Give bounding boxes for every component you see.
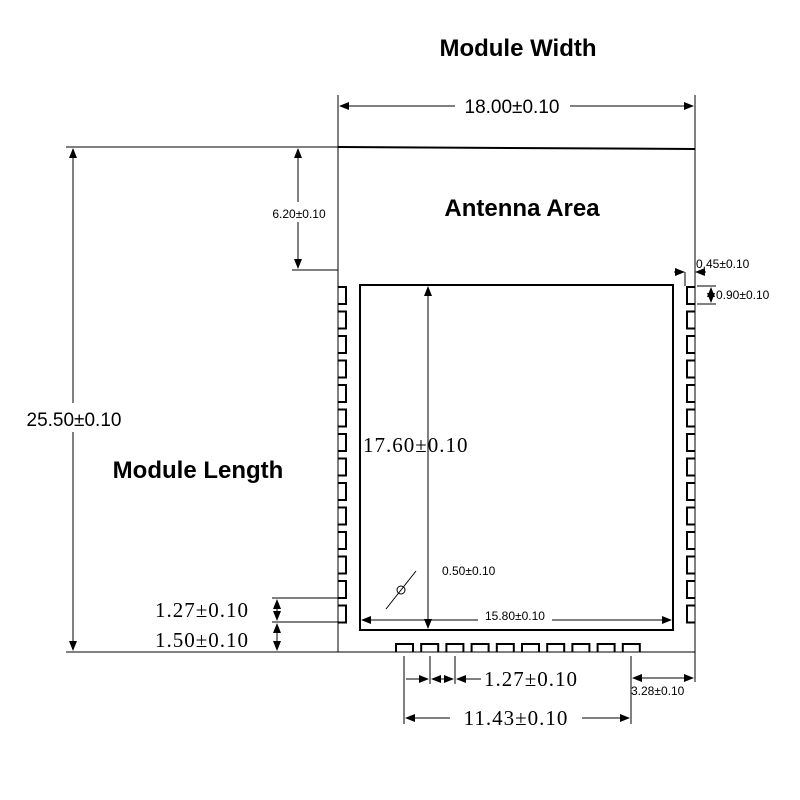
right-pad — [686, 335, 695, 354]
left-pad — [338, 286, 347, 305]
left-pad — [338, 433, 347, 452]
right-pad — [686, 359, 695, 379]
right-pad — [686, 408, 695, 428]
right-pad — [686, 482, 695, 501]
pad-width-dimension: 0.45±0.10 — [674, 256, 750, 286]
bottom-pad — [470, 643, 490, 652]
right-pad — [686, 531, 695, 550]
left-pad — [338, 457, 347, 477]
bottom-offset-dimension: 3.28±0.10 — [631, 652, 696, 698]
side-pitch-dimension: 1.27±0.10 1.50±0.10 — [155, 597, 338, 653]
side-bottom-text: 1.50±0.10 — [155, 628, 249, 652]
length-dimension-text: 25.50±0.10 — [27, 410, 122, 431]
left-pad — [338, 531, 347, 550]
module-outline — [337, 146, 696, 653]
bottom-pad — [571, 643, 591, 652]
bottom-pad — [495, 643, 515, 652]
shield-can — [359, 284, 674, 631]
left-pad — [338, 482, 347, 501]
left-pad — [338, 384, 347, 403]
bottom-pitch-dimension: 1.27±0.10 — [403, 656, 632, 724]
module-width-title: Module Width — [439, 35, 596, 62]
side-pitch-text: 1.27±0.10 — [155, 598, 249, 622]
bottom-pad — [420, 643, 440, 652]
bottom-pitch-text: 1.27±0.10 — [484, 667, 578, 691]
left-pad — [338, 580, 347, 599]
right-pad — [686, 506, 695, 526]
pad-height-dimension: 0.90±0.10 — [697, 285, 770, 305]
right-pad — [686, 457, 695, 477]
left-pad — [338, 555, 347, 575]
pad-width-text: 0.45±0.10 — [696, 257, 750, 271]
left-pad — [338, 408, 347, 428]
right-pad — [686, 384, 695, 403]
pad-height-text: 0.90±0.10 — [716, 288, 770, 302]
bottom-pad — [546, 643, 566, 652]
right-pads — [686, 286, 695, 624]
shield-height-text: 17.60±0.10 — [363, 433, 469, 457]
right-pad — [686, 555, 695, 575]
bottom-pad — [621, 643, 641, 652]
shield-width-text: 15.80±0.10 — [485, 609, 545, 623]
left-pad — [338, 335, 347, 354]
bottom-pad — [521, 643, 540, 652]
bottom-pad — [445, 643, 465, 652]
shield-offset-dimension: 0.50±0.10 — [385, 564, 496, 610]
bottom-offset-text: 3.28±0.10 — [631, 684, 685, 698]
bottom-pad — [395, 643, 414, 652]
left-pad — [338, 359, 347, 379]
right-pad — [686, 286, 695, 305]
right-pad — [686, 310, 695, 330]
right-pad — [686, 604, 695, 624]
left-pads — [338, 286, 347, 624]
bottom-span-dimension: 11.43±0.10 — [405, 706, 630, 730]
shield-width-dimension: 15.80±0.10 — [361, 609, 672, 624]
antenna-height-dimension: 6.20±0.10 — [272, 148, 338, 271]
width-dimension: 18.00±0.10 — [337, 95, 696, 149]
shield-height-dimension: 17.60±0.10 — [363, 286, 469, 629]
module-length-label: Module Length — [113, 457, 284, 484]
left-pad — [338, 310, 347, 330]
bottom-span-text: 11.43±0.10 — [464, 706, 569, 730]
shield-offset-text: 0.50±0.10 — [442, 564, 496, 578]
left-pad — [338, 604, 347, 624]
width-dimension-text: 18.00±0.10 — [465, 97, 560, 118]
right-pad — [686, 580, 695, 599]
antenna-area-label: Antenna Area — [444, 195, 600, 222]
bottom-pad — [596, 643, 616, 652]
antenna-height-text: 6.20±0.10 — [272, 207, 326, 221]
length-dimension: 25.50±0.10 — [27, 146, 338, 653]
right-pad — [686, 433, 695, 452]
left-pad — [338, 506, 347, 526]
bottom-pads — [395, 643, 641, 652]
